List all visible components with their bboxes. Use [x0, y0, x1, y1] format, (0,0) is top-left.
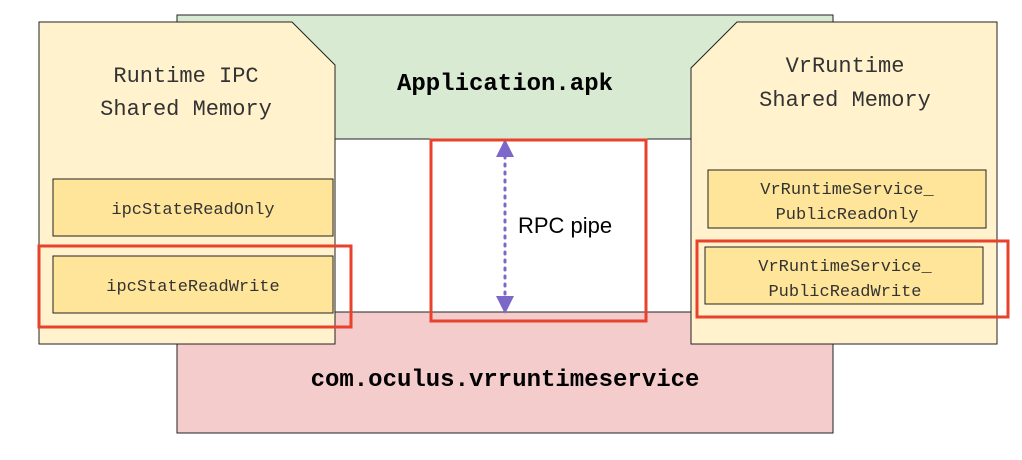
highlight-left-readwrite: [37, 244, 353, 329]
right-memory-title-line2: Shared Memory: [759, 88, 931, 113]
highlight-rpc-pipe: [429, 138, 648, 323]
right-slot-readwrite: [704, 246, 984, 305]
left-slot-readonly: [52, 178, 334, 237]
right-slot-readonly-line2: PublicReadOnly: [776, 206, 919, 225]
right-slot-readwrite-line2: PublicReadWrite: [768, 283, 921, 302]
left-slot-readonly-label: ipcStateReadOnly: [111, 201, 274, 220]
right-slot-readonly-line1: VrRuntimeService_: [760, 181, 934, 200]
application-label: Application.apk: [397, 71, 613, 98]
right-slot-readwrite-line1: VrRuntimeService_: [758, 258, 932, 277]
left-slot-readwrite-label: ipcStateReadWrite: [106, 278, 279, 297]
service-label: com.oculus.vrruntimeservice: [311, 367, 700, 394]
highlight-right-readwrite: [695, 239, 1010, 319]
right-memory-title-line1: VrRuntime: [786, 54, 905, 79]
left-memory-title-line1: Runtime IPC: [113, 64, 258, 89]
right-slot-readonly: [707, 169, 987, 229]
left-memory-title-line2: Shared Memory: [100, 97, 272, 122]
left-slot-readwrite: [52, 255, 334, 314]
rpc-label: RPC pipe: [518, 213, 612, 238]
